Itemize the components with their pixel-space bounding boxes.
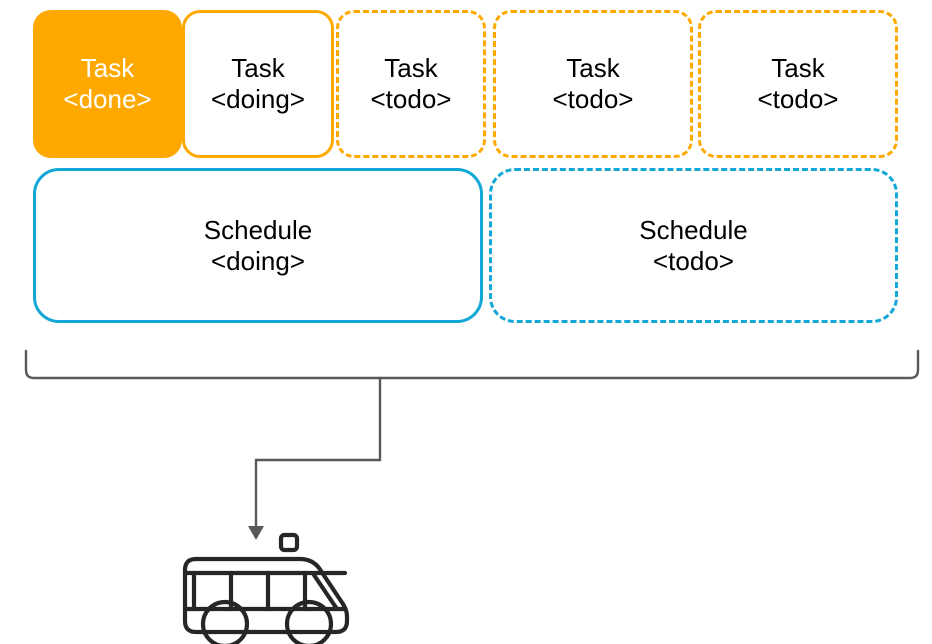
task-card-doing[interactable]: Task <doing>: [182, 10, 334, 158]
task-card-todo-2[interactable]: Task <todo>: [493, 10, 693, 158]
group-bracket: [24, 349, 920, 380]
task-card-todo-3-label: Task <todo>: [757, 53, 839, 114]
task-card-todo-1[interactable]: Task <todo>: [336, 10, 486, 158]
task-card-doing-label: Task <doing>: [211, 53, 305, 114]
task-card-todo-2-label: Task <todo>: [552, 53, 634, 114]
schedule-card-doing[interactable]: Schedule <doing>: [33, 168, 483, 323]
task-card-todo-3[interactable]: Task <todo>: [698, 10, 898, 158]
task-card-done-label: Task <done>: [63, 53, 152, 114]
schedule-card-doing-label: Schedule <doing>: [203, 214, 313, 276]
arrow-to-bus-head: [248, 526, 264, 540]
task-card-todo-1-label: Task <todo>: [370, 53, 452, 114]
task-card-done[interactable]: Task <done>: [33, 10, 182, 158]
schedule-card-todo[interactable]: Schedule <todo>: [489, 168, 898, 323]
schedule-card-todo-label: Schedule <todo>: [639, 214, 748, 276]
arrow-to-bus-line: [254, 376, 382, 530]
